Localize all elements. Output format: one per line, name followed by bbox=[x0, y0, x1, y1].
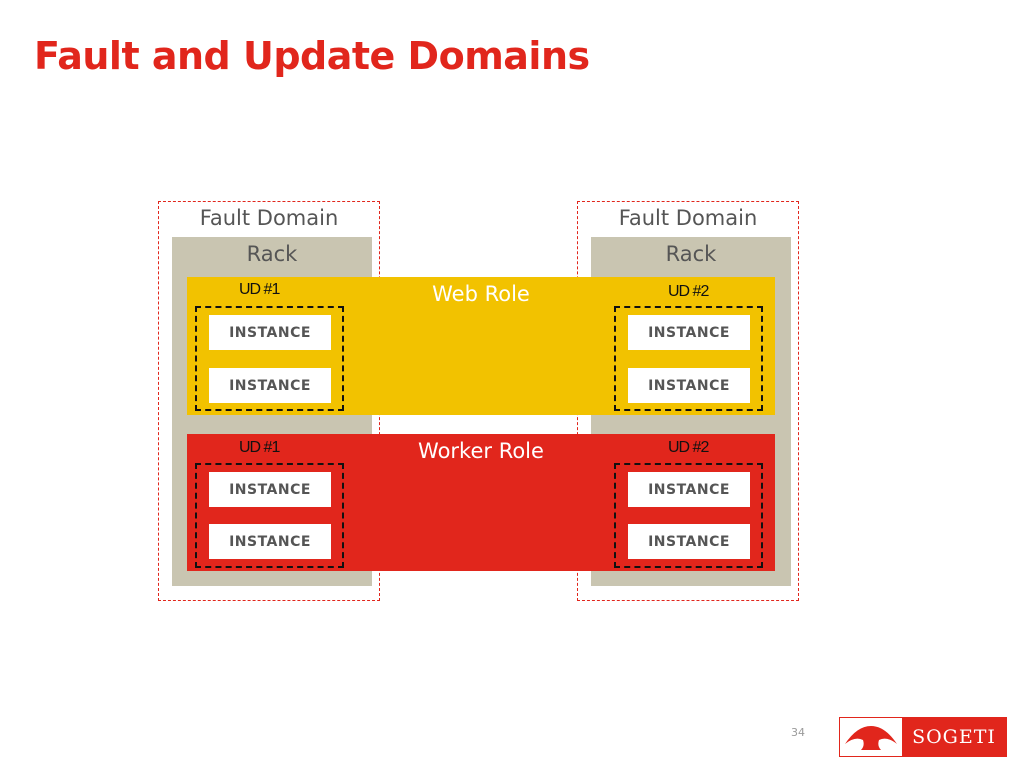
slide-title: Fault and Update Domains bbox=[34, 34, 590, 78]
page-number: 34 bbox=[791, 726, 805, 739]
fault-domain-2-label: Fault Domain bbox=[618, 206, 758, 230]
rack-1-label: Rack bbox=[246, 242, 298, 266]
playing-card-spade-icon bbox=[840, 718, 902, 756]
worker-ud-1-label: UD #1 bbox=[239, 439, 280, 456]
web-ud1-instance-1: INSTANCE bbox=[209, 315, 331, 350]
logo-text: SOGETI bbox=[902, 718, 1006, 756]
worker-ud2-instance-2: INSTANCE bbox=[628, 524, 750, 559]
worker-ud2-instance-1: INSTANCE bbox=[628, 472, 750, 507]
fault-domain-1-label: Fault Domain bbox=[199, 206, 339, 230]
web-ud2-instance-2: INSTANCE bbox=[628, 368, 750, 403]
web-ud-1-box bbox=[195, 306, 344, 411]
web-ud2-instance-1: INSTANCE bbox=[628, 315, 750, 350]
worker-ud-2-label: UD #2 bbox=[668, 439, 709, 456]
worker-role-label: Worker Role bbox=[418, 439, 544, 463]
worker-ud-2-box bbox=[614, 463, 763, 568]
sogeti-logo: SOGETI bbox=[839, 717, 1007, 757]
web-role-label: Web Role bbox=[432, 282, 530, 306]
web-ud-2-label: UD #2 bbox=[668, 283, 709, 300]
rack-2-label: Rack bbox=[665, 242, 717, 266]
worker-ud1-instance-1: INSTANCE bbox=[209, 472, 331, 507]
worker-ud1-instance-2: INSTANCE bbox=[209, 524, 331, 559]
web-ud1-instance-2: INSTANCE bbox=[209, 368, 331, 403]
worker-ud-1-box bbox=[195, 463, 344, 568]
web-ud-1-label: UD #1 bbox=[239, 281, 280, 298]
web-ud-2-box bbox=[614, 306, 763, 411]
